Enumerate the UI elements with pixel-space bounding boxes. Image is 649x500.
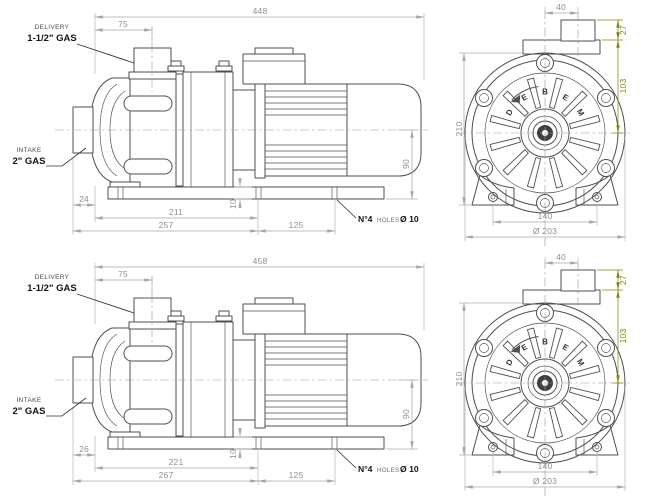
dim-overall-length: 458	[253, 256, 268, 266]
brand-lettering: D E B E M	[504, 338, 586, 368]
intake-size-label: 2" GAS	[12, 406, 45, 417]
dim-base-length: 267	[159, 470, 174, 480]
dim-port-offset: 40	[556, 2, 566, 12]
dim-flange-to-foot: 221	[169, 457, 184, 467]
delivery-size-label: 1-1/2" GAS	[27, 283, 76, 294]
dim-overall-height: 210	[454, 122, 464, 137]
svg-text:D: D	[504, 108, 515, 118]
dim-foot-hole-spacing: 125	[289, 220, 304, 230]
dim-port-height: 27	[618, 275, 628, 285]
dim-foot-hole-spacing: 125	[289, 470, 304, 480]
dim-port-offset: 40	[556, 252, 566, 262]
svg-text:B: B	[542, 338, 548, 347]
intake-size-label: 2" GAS	[12, 156, 45, 167]
dim-base-length: 257	[159, 220, 174, 230]
holes-note-word: HOLES	[377, 217, 399, 224]
holes-note-dia: Ø 10	[400, 464, 419, 474]
dim-intake-stub: 24	[79, 194, 89, 204]
dim-front-foot-holes: 140	[538, 461, 553, 471]
dim-overall-height: 210	[454, 372, 464, 387]
svg-text:E: E	[561, 92, 571, 103]
svg-text:E: E	[561, 342, 571, 353]
holes-note-word: HOLES	[377, 467, 399, 474]
dim-foot-thickness: 10	[228, 449, 238, 459]
pump-drawing-row-2: 458 75 26 221 267 125 90 10 DELIVERY 1-1…	[0, 250, 649, 500]
delivery-size-label: 1-1/2" GAS	[27, 33, 76, 44]
side-view-2: 458 75 26 221 267 125 90 10 DELIVERY 1-1…	[12, 256, 450, 500]
svg-text:M: M	[575, 107, 586, 118]
svg-text:E: E	[520, 342, 530, 353]
intake-label: INTAKE	[16, 397, 41, 404]
side-view-1: 448 75 24 211 257 125 90 10 DELIVERY 1-1…	[12, 6, 450, 250]
holes-note-dia: Ø 10	[400, 214, 419, 224]
dim-body-diameter: Ø 203	[533, 476, 557, 486]
dim-foot-thickness: 10	[228, 199, 238, 209]
delivery-label: DELIVERY	[35, 274, 70, 281]
dim-flange-to-foot: 211	[169, 207, 183, 217]
dim-shaft-height: 90	[401, 409, 411, 419]
dim-shaft-height: 90	[401, 159, 411, 169]
brand-lettering: D E B E M	[504, 88, 586, 118]
holes-note-prefix: N°4	[358, 214, 373, 224]
dim-overall-length: 448	[253, 6, 268, 16]
pump-drawing-row-1: 448 75 24 211 257 125 90 10 DELIVERY 1-1…	[12, 2, 649, 250]
dim-port-to-shaft: 103	[618, 79, 628, 94]
dim-port-height: 27	[618, 25, 628, 35]
holes-note-prefix: N°4	[358, 464, 373, 474]
dim-delivery-offset: 75	[118, 269, 128, 279]
dim-body-diameter: Ø 203	[533, 226, 557, 236]
intake-label: INTAKE	[16, 147, 41, 154]
svg-text:M: M	[575, 357, 586, 368]
svg-text:D: D	[504, 358, 515, 368]
dim-port-to-shaft: 103	[618, 329, 628, 344]
dim-delivery-offset: 75	[118, 19, 128, 29]
dim-intake-stub: 26	[79, 444, 89, 454]
dim-front-foot-holes: 140	[538, 211, 553, 221]
front-view-2: 40 27 103 210 140 Ø 203 D E B E M	[454, 252, 649, 500]
delivery-label: DELIVERY	[35, 24, 70, 31]
front-view-1: 40 27 103 210 140 Ø 203 D E B E M	[454, 2, 649, 250]
svg-text:B: B	[542, 88, 548, 97]
svg-text:E: E	[520, 92, 530, 103]
